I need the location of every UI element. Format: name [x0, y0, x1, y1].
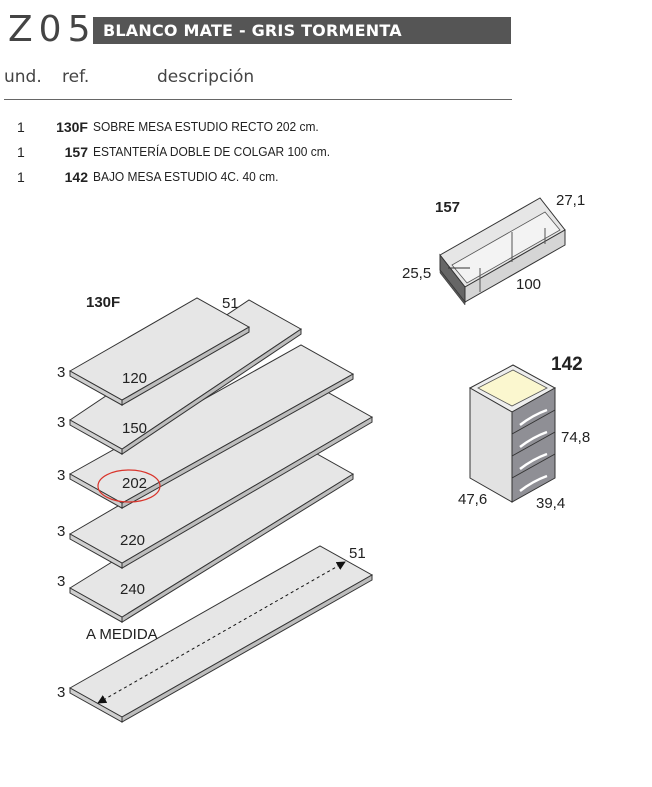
- drawer-height-label: 74,8: [561, 429, 590, 446]
- custom-top-drawing: [68, 545, 374, 723]
- custom-thickness-label: 3: [57, 684, 65, 701]
- item-desc: BAJO MESA ESTUDIO 4C. 40 cm.: [93, 169, 279, 184]
- item-desc: ESTANTERÍA DOBLE DE COLGAR 100 cm.: [93, 144, 331, 159]
- highlight-circle: [97, 469, 161, 503]
- header-divider: [4, 99, 512, 100]
- top-width-label: 202: [122, 475, 147, 492]
- top-width-label: 220: [120, 532, 145, 549]
- shelf-157-drawing: [439, 197, 566, 306]
- item-desc: SOBRE MESA ESTUDIO RECTO 202 cm.: [93, 119, 319, 134]
- top-thickness-label: 3: [57, 364, 65, 381]
- item-qty: 1: [17, 169, 25, 185]
- tops-depth-label: 51: [222, 295, 239, 312]
- column-header-desc: descripción: [157, 67, 255, 87]
- shelf-ref: 157: [435, 199, 460, 216]
- custom-top-label: A MEDIDA: [86, 626, 158, 643]
- top-width-label: 120: [122, 370, 147, 387]
- shelf-width-label: 100: [516, 276, 541, 293]
- desk-top-front-edge: [121, 326, 250, 406]
- item-ref: 130F: [56, 119, 88, 135]
- drawer-depth-label: 47,6: [458, 491, 487, 508]
- top-thickness-label: 3: [57, 467, 65, 484]
- desk-top-front-edge: [121, 373, 354, 509]
- column-header-qty: und.: [4, 67, 42, 87]
- top-thickness-label: 3: [57, 414, 65, 431]
- item-qty: 1: [17, 144, 25, 160]
- desk-top-front-edge: [121, 328, 302, 456]
- drawer-width-label: 39,4: [536, 495, 565, 512]
- column-header-ref: ref.: [62, 67, 90, 87]
- drawer-ref: 142: [551, 354, 583, 375]
- top-width-label: 150: [122, 420, 147, 437]
- drawer-unit-142-drawing: [468, 364, 557, 503]
- tops-ref: 130F: [86, 294, 120, 311]
- top-thickness-label: 3: [57, 523, 65, 540]
- item-qty: 1: [17, 119, 25, 135]
- top-width-label: 240: [120, 581, 145, 598]
- shelf-height-label: 25,5: [402, 265, 431, 282]
- item-ref: 142: [64, 169, 88, 185]
- custom-depth-label: 51: [349, 545, 366, 562]
- desk-tops-drawing: [68, 297, 374, 624]
- top-thickness-label: 3: [57, 573, 65, 590]
- shelf-depth-label: 27,1: [556, 192, 585, 209]
- item-ref: 157: [64, 144, 88, 160]
- model-code: Z05: [8, 9, 97, 50]
- finish-title: BLANCO MATE - GRIS TORMENTA: [93, 17, 511, 44]
